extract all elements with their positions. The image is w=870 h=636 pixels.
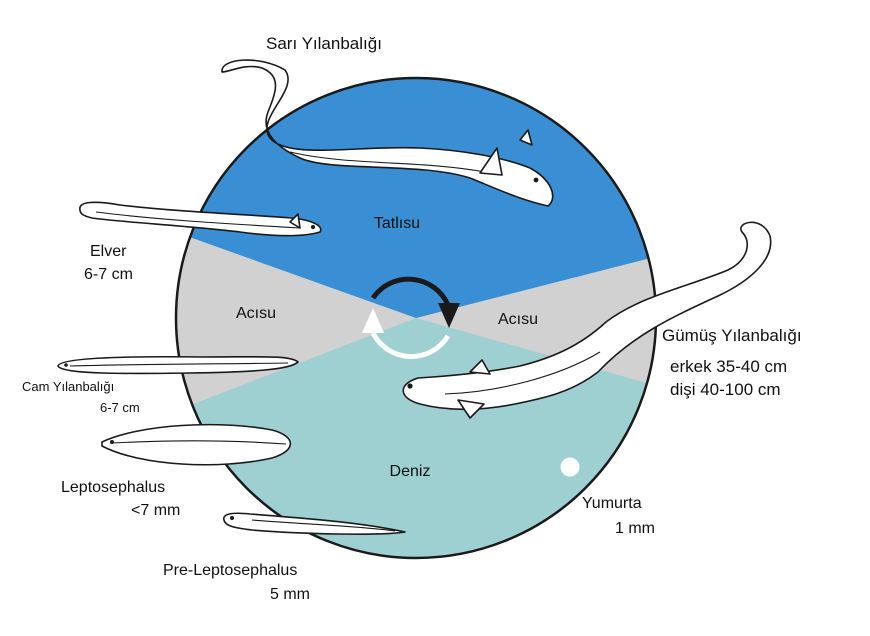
yellow-eel-label: Sarı Yılanbalığı <box>266 34 382 53</box>
egg-size: 1 mm <box>615 520 655 537</box>
zone-label-freshwater: Tatlısu <box>374 215 420 232</box>
pre-leptocephalus-size: 5 mm <box>270 586 310 603</box>
arrowhead-dark <box>438 303 460 328</box>
zone-label-brackish-left: Acısu <box>236 305 276 322</box>
leptocephalus-figure <box>101 423 292 466</box>
elver-figure <box>79 201 322 237</box>
egg-label: Yumurta <box>582 495 642 512</box>
glass-eel-label: Cam Yılanbalığı <box>22 379 114 394</box>
elver-label: Elver <box>90 243 127 260</box>
glass-eel-size: 6-7 cm <box>100 400 140 415</box>
zone-label-brackish-right: Acısu <box>498 311 538 328</box>
arrowhead-light <box>362 308 384 333</box>
cycle-arrow-dark <box>370 276 451 307</box>
leptocephalus-label: Leptosephalus <box>61 479 165 496</box>
silver-eel-figure <box>402 221 772 419</box>
leptocephalus-size: <7 mm <box>131 502 180 519</box>
egg-figure <box>560 457 580 477</box>
cycle-arrow-light <box>370 331 451 360</box>
pre-leptocephalus-label: Pre-Leptosephalus <box>163 562 297 579</box>
silver-eel-size-female: dişi 40-100 cm <box>670 380 781 399</box>
pre-leptocephalus-figure <box>223 512 406 535</box>
zone-label-sea: Deniz <box>390 463 431 480</box>
yellow-eel-figure <box>221 59 554 207</box>
silver-eel-label: Gümüş Yılanbalığı <box>662 326 802 345</box>
glass-eel-figure <box>57 355 299 375</box>
silver-eel-body <box>402 221 772 411</box>
elver-size: 6-7 cm <box>84 266 133 283</box>
cycle-arrows <box>362 276 460 360</box>
silver-eel-size-male: erkek 35-40 cm <box>670 357 787 376</box>
